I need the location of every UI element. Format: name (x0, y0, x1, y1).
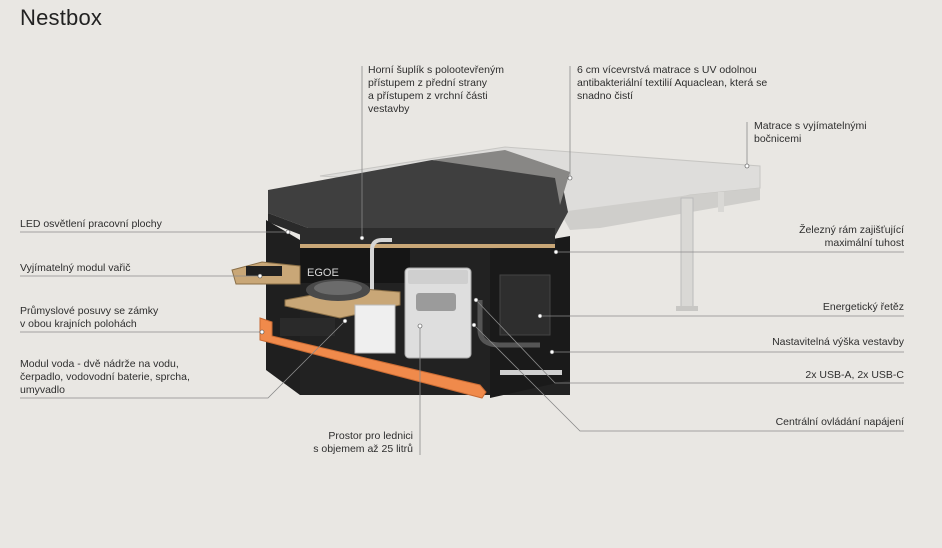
label-fridge: Prostor pro lednici s objemem až 25 litr… (313, 430, 413, 455)
dot-fridge (417, 323, 423, 329)
fridge-lid (408, 270, 468, 284)
support-leg-foot (676, 306, 698, 311)
dot-top-drawer (359, 235, 365, 241)
label-frame: Železný rám zajišťující maximální tuhost (799, 224, 904, 249)
brand-mark: EGOE (307, 267, 339, 279)
brand-panel (300, 248, 410, 283)
dot-chain (537, 313, 543, 319)
leader-water (20, 320, 346, 399)
sink-basin-inner (314, 281, 362, 295)
top-drawer (300, 228, 555, 246)
dot-mattress-removable (744, 163, 750, 169)
dot-frame (553, 249, 559, 255)
label-chain: Energetický řetěz (822, 301, 904, 313)
dot-height (549, 349, 555, 355)
label-led: LED osvětlení pracovní plochy (20, 218, 162, 230)
leader-power (473, 324, 904, 432)
leader-dots (257, 163, 750, 355)
page-title: Nestbox (20, 5, 103, 30)
label-slides: Průmyslové posuvy se zámky v obou krajní… (20, 305, 159, 330)
fridge-handle (416, 293, 456, 311)
leader-usb (475, 299, 904, 384)
support-leg (680, 197, 694, 311)
top-drawer-wood (300, 244, 555, 248)
dot-led (285, 229, 291, 235)
label-height: Nastavitelná výška vestavby (772, 336, 904, 348)
label-water: Modul voda - dvě nádrže na vodu, čerpadl… (20, 358, 190, 396)
storage-bag (499, 274, 551, 336)
label-power: Centrální ovládání napájení (775, 416, 904, 428)
leader-lines (20, 66, 904, 455)
dot-power (471, 322, 477, 328)
energy-chain (477, 300, 540, 348)
water-tank (354, 304, 396, 354)
nestbox-unit: EGOE (231, 146, 761, 399)
label-cooker: Vyjímatelný modul vařič (20, 262, 131, 274)
dot-slides (259, 329, 265, 335)
dot-cooker (257, 273, 263, 279)
fridge (404, 267, 472, 359)
slide-drawer (280, 318, 335, 336)
dot-water (342, 318, 348, 324)
label-usb: 2x USB-A, 2x USB-C (805, 369, 904, 381)
dot-mattress (567, 175, 573, 181)
bottom-rail (500, 370, 562, 375)
dot-usb (473, 297, 479, 303)
support-leg-2 (718, 192, 724, 212)
mattress-mid (432, 150, 570, 205)
label-mattress-removable: Matrace s vyjímatelnými bočnicemi (754, 120, 867, 145)
cooker-burner (246, 266, 282, 276)
label-top-drawer: Horní šuplík s polootevřeným přístupem z… (368, 64, 504, 115)
mattress-extension-side (560, 188, 760, 230)
label-mattress: 6 cm vícevrstvá matrace s UV odolnou ant… (577, 64, 768, 102)
orange-slide-rail (259, 317, 487, 399)
mattress-dark (268, 160, 568, 237)
faucet (370, 238, 392, 290)
